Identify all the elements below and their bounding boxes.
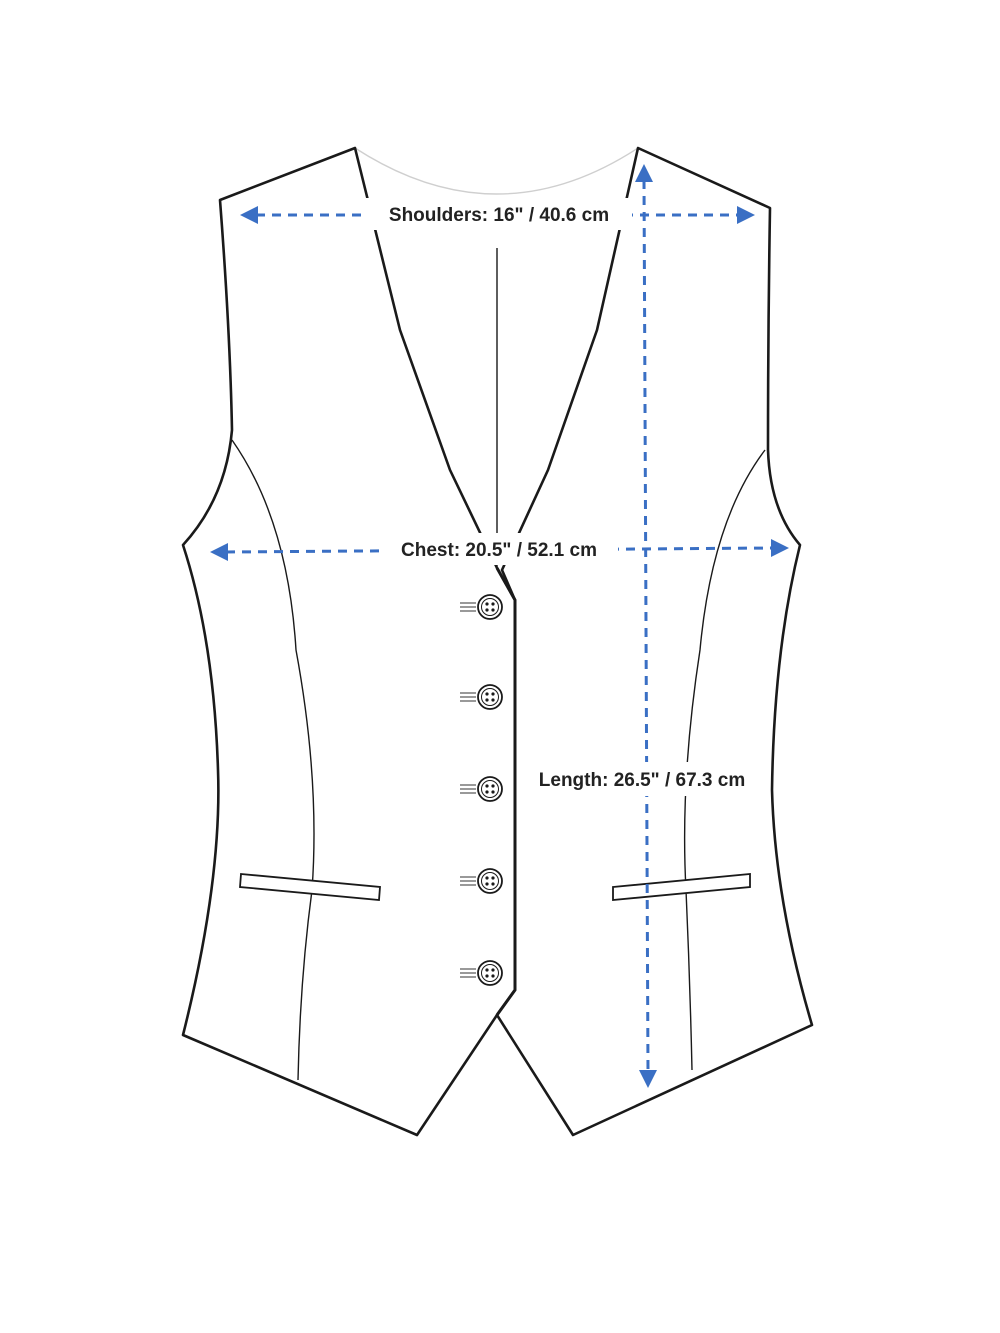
chest-dimension: Chest: 20.5" / 52.1 cm bbox=[210, 533, 789, 565]
right-welt-pocket bbox=[612, 873, 751, 901]
shoulders-label: Shoulders: 16" / 40.6 cm bbox=[389, 205, 609, 226]
button-5 bbox=[460, 960, 503, 986]
vest-left-panel bbox=[181, 146, 517, 1137]
length-arrow-bottom bbox=[639, 1070, 657, 1088]
length-dimension: Length: 26.5" / 67.3 cm bbox=[518, 164, 766, 1088]
shoulders-arrow-left bbox=[240, 206, 258, 224]
neck-lining bbox=[354, 147, 639, 195]
chest-arrow-left bbox=[210, 543, 228, 561]
length-arrow-top bbox=[635, 164, 653, 182]
button-4 bbox=[460, 868, 503, 894]
left-princess-seam bbox=[231, 439, 315, 1081]
button-2 bbox=[460, 684, 503, 710]
button-3 bbox=[460, 776, 503, 802]
chest-arrow-right bbox=[771, 539, 789, 557]
length-label: Length: 26.5" / 67.3 cm bbox=[539, 770, 745, 791]
front-placket-edge bbox=[495, 567, 517, 1016]
left-welt-pocket bbox=[239, 873, 381, 901]
shoulders-dimension: Shoulders: 16" / 40.6 cm bbox=[240, 198, 755, 230]
vest-right-panel bbox=[495, 146, 814, 1137]
shoulders-arrow-right bbox=[737, 206, 755, 224]
button-1 bbox=[460, 594, 503, 620]
chest-label: Chest: 20.5" / 52.1 cm bbox=[401, 540, 597, 561]
length-dimension-line bbox=[642, 179, 650, 1073]
